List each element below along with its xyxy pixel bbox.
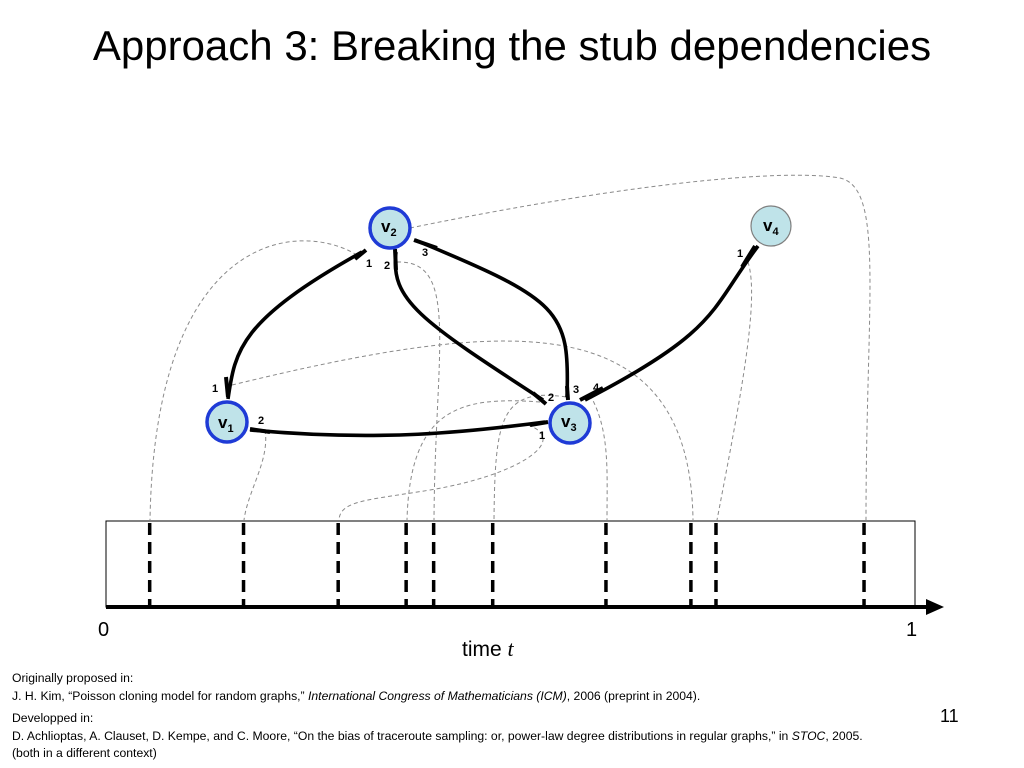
link-v3-stub1 [338,424,544,521]
stub-tick-v2-1 [353,248,368,261]
link-v3-stub4 [589,394,608,521]
edge-v1-v2 [226,250,363,400]
svg-text:v1: v1 [218,413,234,435]
time-axis-arrowhead [926,599,944,615]
reference-note: (both in a different context) [12,746,157,760]
reference-kim-venue: International Congress of Mathematicians… [308,688,567,703]
timeline-box [105,520,916,608]
slide-title: Approach 3: Breaking the stub dependenci… [92,22,932,69]
stub-tick-v2-2 [393,248,398,271]
node-v1: v1 [205,400,249,444]
link-v3-stub3 [493,394,567,521]
stub-label-v3-2: 2 [548,392,554,404]
stub-label-v2-2: 2 [384,260,390,272]
stub-label-v1-1: 1 [212,383,218,395]
stub-ticks [224,238,757,434]
stub-tick-v1-1 [224,376,230,398]
edge-v2-v3-b [414,238,570,398]
stub-label-v2-3: 3 [422,247,428,259]
reference-kim: J. H. Kim, “Poisson cloning model for ra… [12,688,1012,706]
reference-achlioptas-year: , 2005. [825,728,863,743]
link-v2-stub2 [396,261,441,521]
reference-kim-year: , 2006 (preprint in 2004). [566,688,701,703]
node-v1-circle [205,400,249,444]
reference-kim-authors: J. H. Kim, “Poisson cloning model for ra… [12,688,309,703]
reference-achlioptas-authors: D. Achlioptas, A. Clauset, D. Kempe, and… [12,728,792,743]
reference-achlioptas: D. Achlioptas, A. Clauset, D. Kempe, and… [12,728,1012,746]
time-axis-variable: t [507,636,514,661]
node-v2-circle [368,206,412,250]
timeline-end-label: 1 [906,619,918,641]
link-v1-stub2 [243,429,267,521]
timeline-start-label: 0 [98,619,110,641]
stub-time-links [149,174,871,521]
node-v4: v4 [750,205,792,247]
stub-tick-v1-2 [249,427,271,434]
node-v3: v3 [548,401,592,445]
time-axis-label-text: time [462,638,508,661]
node-v2: v2 [368,206,412,250]
node-v4-letter: v [763,216,773,235]
stub-tick-v3-4 [579,386,604,402]
link-v3-stub2 [406,400,541,521]
node-v3-circle [548,401,592,445]
stub-label-v2-1: 1 [366,258,372,270]
graph-edges [226,238,760,438]
link-v2-stub3 [409,174,871,521]
stub-label-v3-4: 4 [593,382,600,394]
stub-label-v4-1: 1 [737,248,743,260]
slide-number: 11 [940,706,959,726]
node-v2-subscript: 2 [390,227,396,239]
node-v1-subscript: 1 [227,423,233,435]
stub-tick-v3-3 [565,385,570,401]
node-v1-letter: v [218,413,228,432]
timeline-marks [147,523,866,605]
stub-label-v3-3: 3 [573,384,579,396]
reference-heading-developed: Developped in: [12,711,94,725]
stub-label-v1-2: 2 [258,415,264,427]
stub-tick-v4-1 [740,244,757,269]
node-v2-letter: v [381,217,391,236]
reference-heading-original: Originally proposed in: [12,671,134,685]
svg-text:v2: v2 [381,217,397,239]
time-axis-label: time t [462,636,514,662]
stub-tick-v2-3 [413,238,438,250]
node-v4-subscript: 4 [772,226,779,238]
node-v3-subscript: 3 [570,422,576,434]
edge-v3-v4 [584,244,760,402]
stub-tick-v3-2 [531,391,548,406]
edge-v2-v3-a [393,251,544,402]
node-v3-letter: v [561,412,571,431]
stub-label-v3-1: 1 [539,430,545,442]
link-v4-stub1 [716,261,753,521]
node-v4-circle [750,205,792,247]
svg-text:v4: v4 [763,216,779,238]
edge-v1-v3 [249,420,546,438]
stub-labels: 1 2 1 2 3 1 2 3 4 1 [212,247,743,442]
references: Originally proposed in: J. H. Kim, “Pois… [12,670,1012,763]
link-v2-stub1 [149,240,358,521]
svg-text:v3: v3 [561,412,577,434]
stub-tick-v3-1 [529,420,549,427]
reference-achlioptas-venue: STOC [791,728,826,743]
